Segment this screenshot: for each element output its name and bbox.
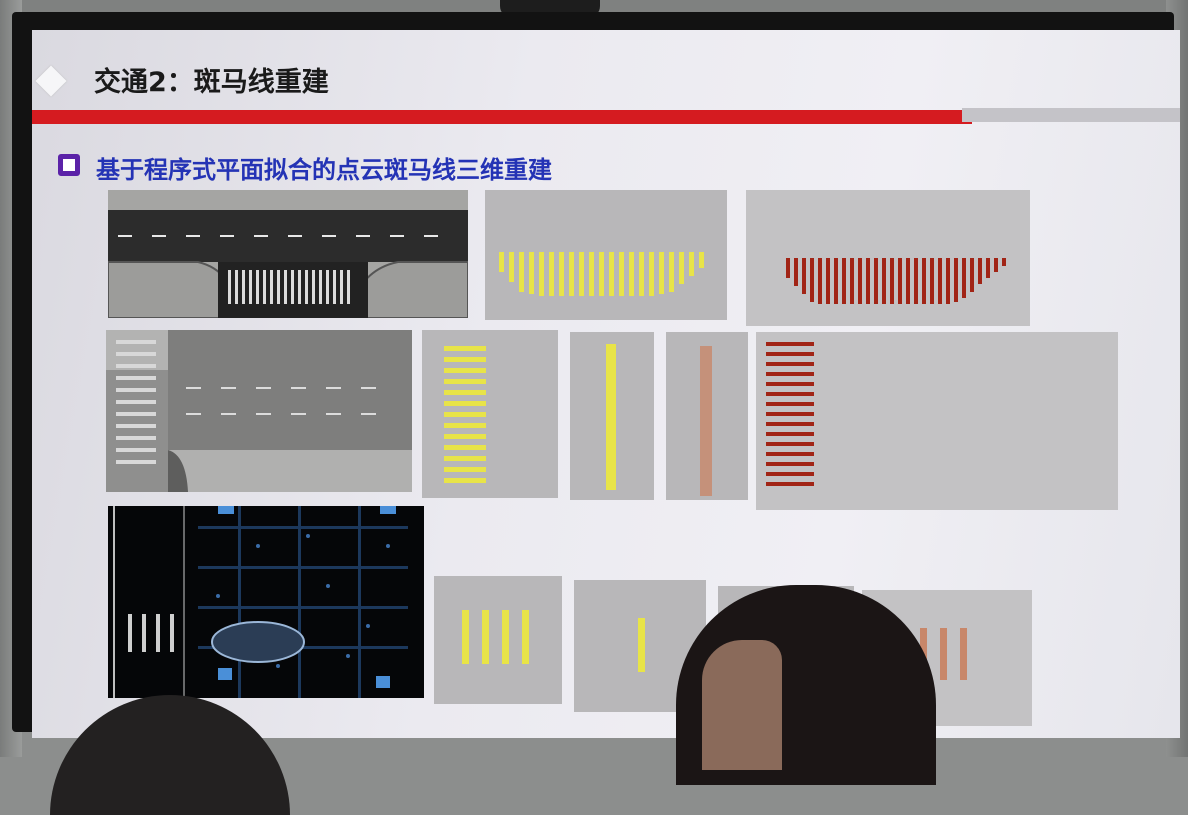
point-cloud-image [108,506,424,698]
slide-title: 交通2：斑马线重建 [94,67,329,98]
yellow-stripe [522,610,529,664]
yellow-stripe [606,344,616,490]
slide: 交通2：斑马线重建 基于程序式平面拟合的点云斑马线三维重建 [32,30,1180,738]
yellow-stripe [638,618,645,672]
yellow-stripe [502,610,509,664]
red-stripe [700,346,712,496]
audience-person-face [702,640,782,770]
slide-subtitle: 基于程序式平面拟合的点云斑马线三维重建 [96,156,552,184]
fitted-red-crosswalk-1 [746,190,1030,326]
fitted-yellow-crosswalk-3 [434,576,562,704]
red-stripe [940,628,947,680]
road-image-intersection-top [108,190,468,318]
road-image-side-crosswalk [106,330,412,492]
fitted-red-single-stripe-1 [666,332,748,500]
fitted-yellow-crosswalk-1 [485,190,727,320]
red-stripe [960,628,967,680]
fitted-yellow-crosswalk-2 [422,330,558,498]
monitor-frame: 交通2：斑马线重建 基于程序式平面拟合的点云斑马线三维重建 [12,12,1180,738]
fitted-red-crosswalk-2 [756,332,1118,510]
title-underline-bar [32,110,972,124]
yellow-stripe [482,610,489,664]
title-underline-bar-gray [962,108,1180,122]
yellow-stripe [462,610,469,664]
diamond-icon [35,65,67,97]
square-bullet-icon [58,154,80,176]
fitted-yellow-single-stripe-1 [570,332,654,500]
